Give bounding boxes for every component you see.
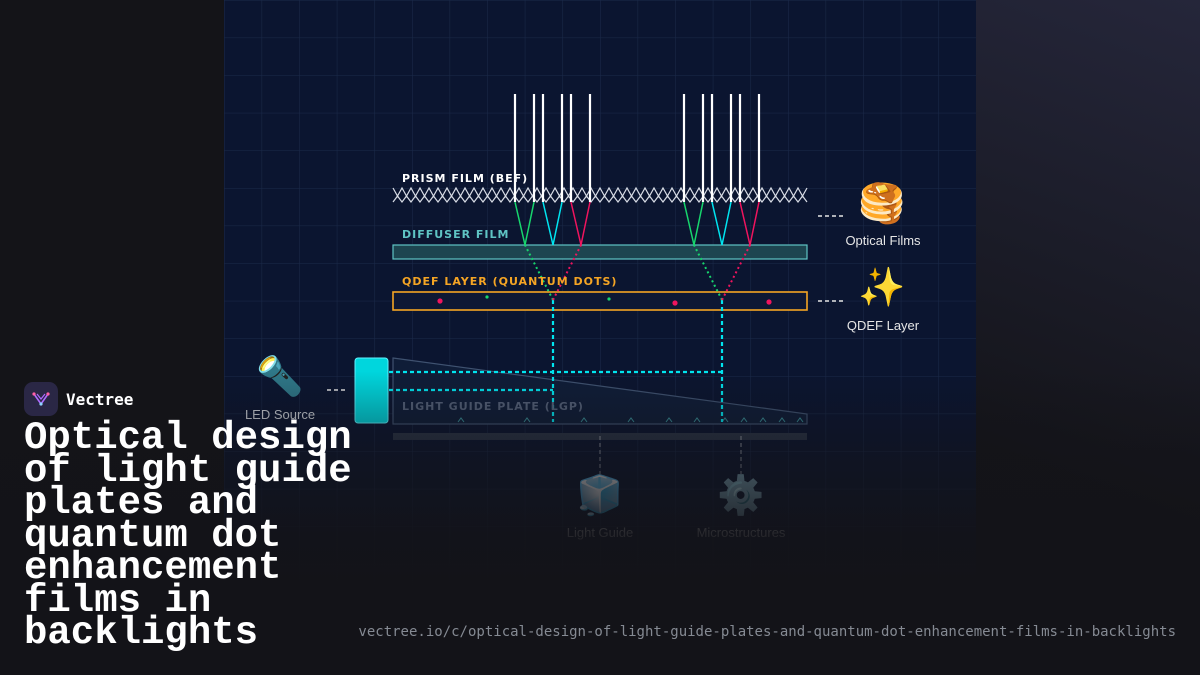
gear-icon: ⚙️ bbox=[717, 473, 765, 517]
quantum-dot bbox=[672, 300, 678, 306]
lgp-label: LIGHT GUIDE PLATE (LGP) bbox=[402, 400, 584, 413]
qdef-layer bbox=[392, 291, 808, 311]
cube-icon: 🧊 bbox=[576, 473, 624, 517]
qdef-layer-label: QDEF LAYER (QUANTUM DOTS) bbox=[402, 275, 618, 288]
page-url[interactable]: vectree.io/c/optical-design-of-light-gui… bbox=[358, 624, 1176, 640]
quantum-dot bbox=[607, 297, 611, 301]
diffuser-film bbox=[392, 244, 808, 260]
quantum-dot bbox=[485, 295, 489, 299]
quantum-dot bbox=[437, 298, 443, 304]
sparkles-icon: ✨ bbox=[858, 265, 906, 309]
page-title: Optical design of light guide plates and… bbox=[24, 416, 352, 655]
qdef-layer-caption: QDEF Layer bbox=[846, 318, 920, 333]
pancakes-icon: 🥞 bbox=[858, 181, 906, 225]
optical-films-caption: Optical Films bbox=[845, 233, 921, 248]
brand-name: Vectree bbox=[66, 389, 134, 409]
quantum-dot bbox=[766, 299, 772, 305]
light-guide-caption: Light Guide bbox=[566, 525, 634, 540]
led-block bbox=[354, 357, 389, 424]
brand: Vectree bbox=[24, 382, 133, 416]
prism-film-label: PRISM FILM (BEF) bbox=[402, 172, 529, 185]
diffuser-film-label: DIFFUSER FILM bbox=[402, 228, 510, 241]
microstructures-caption: Microstructures bbox=[696, 525, 786, 540]
flashlight-icon: 🔦 bbox=[256, 354, 304, 398]
vectree-logo-icon bbox=[24, 382, 58, 416]
